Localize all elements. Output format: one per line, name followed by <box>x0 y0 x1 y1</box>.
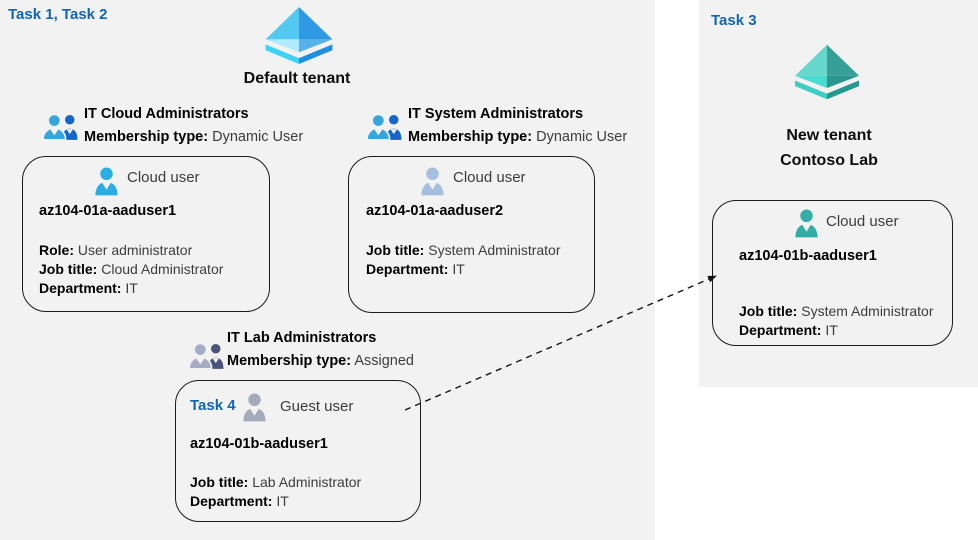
field-job-title: Job title: System Administrator <box>739 303 934 319</box>
group-title-cloud-admins: IT Cloud Administrators <box>84 106 249 122</box>
group-title-system-admins: IT System Administrators <box>408 106 584 122</box>
user-type-label: Cloud user <box>826 213 899 230</box>
group-title-lab-admins: IT Lab Administrators <box>227 330 377 346</box>
new-tenant-line2: Contoso Lab <box>780 152 878 169</box>
user-fields: Job title: Lab Administrator Department:… <box>190 473 361 511</box>
field-department: Department: IT <box>39 280 138 296</box>
user-fields: Role: User administrator Job title: Clou… <box>39 241 223 298</box>
group-membership-cloud-admins: Membership type: Dynamic User <box>84 129 304 145</box>
task-3-label: Task 3 <box>711 12 757 29</box>
user-type-label: Guest user <box>280 398 354 415</box>
user-card-aaduser1: Cloud user az104-01a-aaduser1 Role: User… <box>22 156 270 312</box>
new-tenant-user-card: Cloud user az104-01b-aaduser1 Job title:… <box>712 200 953 346</box>
new-tenant-section: Task 3 New tenant Contoso Lab Cloud user… <box>699 0 978 387</box>
default-tenant-section: Task 1, Task 2 Default tenant IT Cloud A… <box>0 0 655 540</box>
default-tenant-title: Default tenant <box>243 70 351 87</box>
new-tenant-title: New tenant Contoso Lab <box>749 123 909 173</box>
cloud-user-icon <box>421 167 444 196</box>
new-tenant-icon <box>795 44 859 100</box>
user-card-aaduser2: Cloud user az104-01a-aaduser2 Job title:… <box>348 156 595 313</box>
field-job-title: Job title: System Administrator <box>366 242 561 258</box>
task-4-label: Task 4 <box>190 397 236 414</box>
field-job-title: Job title: Cloud Administrator <box>39 261 224 277</box>
field-department: Department: IT <box>366 261 465 277</box>
user-type-label: Cloud user <box>453 169 526 186</box>
field-role: Role: User administrator <box>39 242 193 258</box>
user-fields: Job title: System Administrator Departme… <box>739 302 934 340</box>
group-icon-lab-admins <box>188 342 224 369</box>
group-membership-lab-admins: Membership type: Assigned <box>227 353 414 369</box>
guest-user-card: Task 4 Guest user az104-01b-aaduser1 Job… <box>175 380 421 522</box>
azure-ad-tenant-icon <box>265 7 333 64</box>
task-1-2-label: Task 1, Task 2 <box>8 6 108 23</box>
new-tenant-line1: New tenant <box>786 127 872 144</box>
guest-user-icon <box>243 393 266 422</box>
username: az104-01a-aaduser1 <box>39 203 177 219</box>
user-type-label: Cloud user <box>127 169 200 186</box>
field-department: Department: IT <box>190 493 289 509</box>
group-icon-cloud-admins <box>42 113 78 140</box>
username: az104-01b-aaduser1 <box>739 248 877 264</box>
cloud-user-icon <box>95 167 118 196</box>
username: az104-01a-aaduser2 <box>366 203 504 219</box>
group-membership-system-admins: Membership type: Dynamic User <box>408 129 628 145</box>
user-fields: Job title: System Administrator Departme… <box>366 241 561 279</box>
field-department: Department: IT <box>739 322 838 338</box>
field-job-title: Job title: Lab Administrator <box>190 474 362 490</box>
username: az104-01b-aaduser1 <box>190 436 328 452</box>
group-icon-system-admins <box>366 113 402 140</box>
cloud-user-icon <box>795 209 818 238</box>
